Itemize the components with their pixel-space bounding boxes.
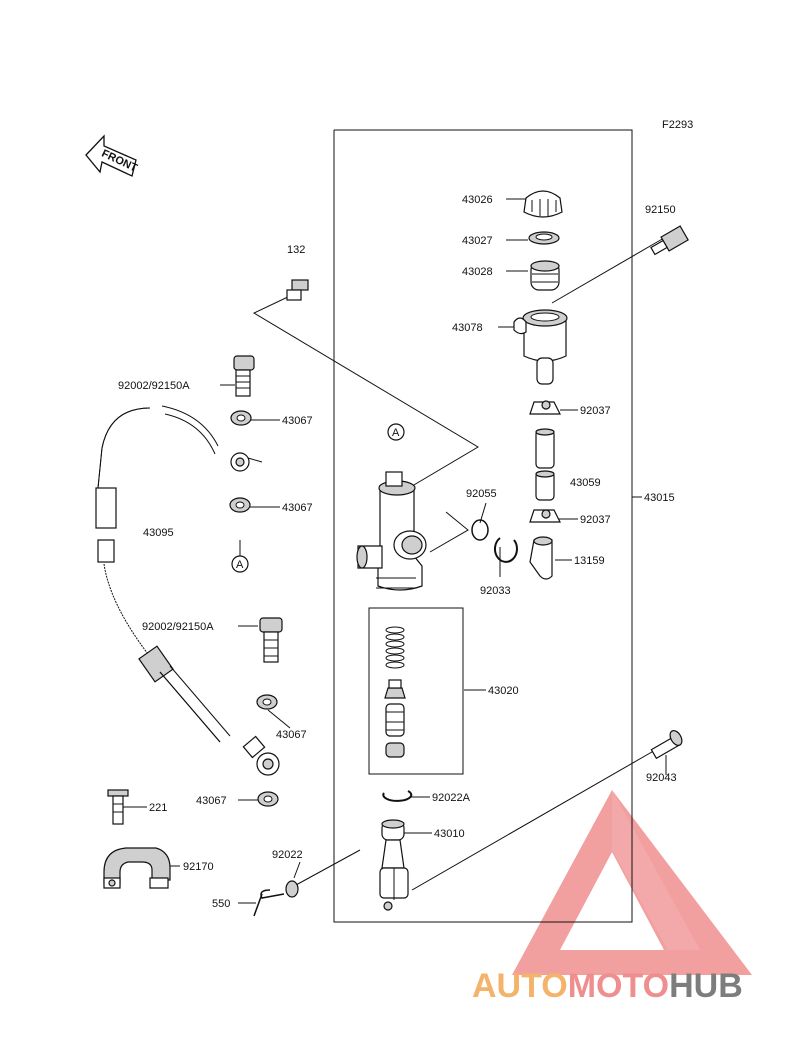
label-92170: 92170 xyxy=(183,861,214,873)
label-92037-top: 92037 xyxy=(580,405,611,417)
label-43059: 43059 xyxy=(570,477,601,489)
bolt-92150 xyxy=(650,225,689,256)
cotter-pin xyxy=(253,889,285,917)
diaphragm xyxy=(530,260,560,291)
hose-clamp-92170 xyxy=(103,847,171,889)
label-43028: 43028 xyxy=(462,266,493,278)
screw-221 xyxy=(107,789,129,825)
watermark-moto: MOTO xyxy=(568,967,669,1005)
label-43027: 43027 xyxy=(462,235,493,247)
label-43067-4: 43067 xyxy=(196,795,227,807)
hose-fitting-elbow xyxy=(529,536,553,580)
label-43078: 43078 xyxy=(452,322,483,334)
brake-hose xyxy=(95,405,280,776)
label-92002-92150A-top: 92002/92150A xyxy=(118,380,190,392)
label-550: 550 xyxy=(212,898,230,910)
label-43095: 43095 xyxy=(143,527,174,539)
leader-lines xyxy=(120,198,667,904)
label-43067-3: 43067 xyxy=(276,729,307,741)
washer-92022 xyxy=(285,880,299,898)
callout-a-bottom: A xyxy=(236,559,244,571)
label-43026: 43026 xyxy=(462,194,493,206)
label-92055: 92055 xyxy=(466,488,497,500)
label-92033: 92033 xyxy=(480,585,511,597)
bleeder-screw xyxy=(286,279,309,301)
banjo-bolt-bottom xyxy=(259,617,283,663)
piston-kit xyxy=(384,626,406,758)
hose-clamp-bottom xyxy=(529,509,561,523)
clevis-pin xyxy=(650,730,683,760)
reservoir-body xyxy=(513,309,568,385)
diagram-code: F2293 xyxy=(662,119,693,131)
assembly-frame xyxy=(333,129,642,923)
label-43015: 43015 xyxy=(644,492,675,504)
label-92150: 92150 xyxy=(645,204,676,216)
banjo-bolt-top xyxy=(233,355,255,397)
label-43067-1: 43067 xyxy=(282,415,313,427)
hose-clamp-top xyxy=(529,400,561,415)
circlip-92033 xyxy=(494,537,518,563)
label-132: 132 xyxy=(287,244,305,256)
label-43020: 43020 xyxy=(488,685,519,697)
o-ring xyxy=(471,519,489,541)
reservoir-hose xyxy=(535,428,555,501)
label-221: 221 xyxy=(149,802,167,814)
label-13159: 13159 xyxy=(574,555,605,567)
callout-a-top: A xyxy=(392,427,400,439)
reservoir-cap xyxy=(523,190,563,218)
piston-kit-box xyxy=(368,607,464,775)
circlip-92022A xyxy=(382,790,413,802)
watermark-hub: HUB xyxy=(669,967,743,1005)
label-92043: 92043 xyxy=(646,772,677,784)
master-cylinder-body xyxy=(356,471,427,591)
label-92037-bottom: 92037 xyxy=(580,514,611,526)
label-43010: 43010 xyxy=(434,828,465,840)
label-92002-92150A-bottom: 92002/92150A xyxy=(142,621,214,633)
label-92022A: 92022A xyxy=(432,792,471,804)
label-43067-2: 43067 xyxy=(282,502,313,514)
label-92022: 92022 xyxy=(272,849,303,861)
watermark-auto: AUTO xyxy=(472,967,568,1005)
watermark-text: AUTOMOTOHUB xyxy=(472,967,743,1005)
front-arrow-icon: FRONT xyxy=(85,134,139,177)
push-rod xyxy=(379,819,409,911)
